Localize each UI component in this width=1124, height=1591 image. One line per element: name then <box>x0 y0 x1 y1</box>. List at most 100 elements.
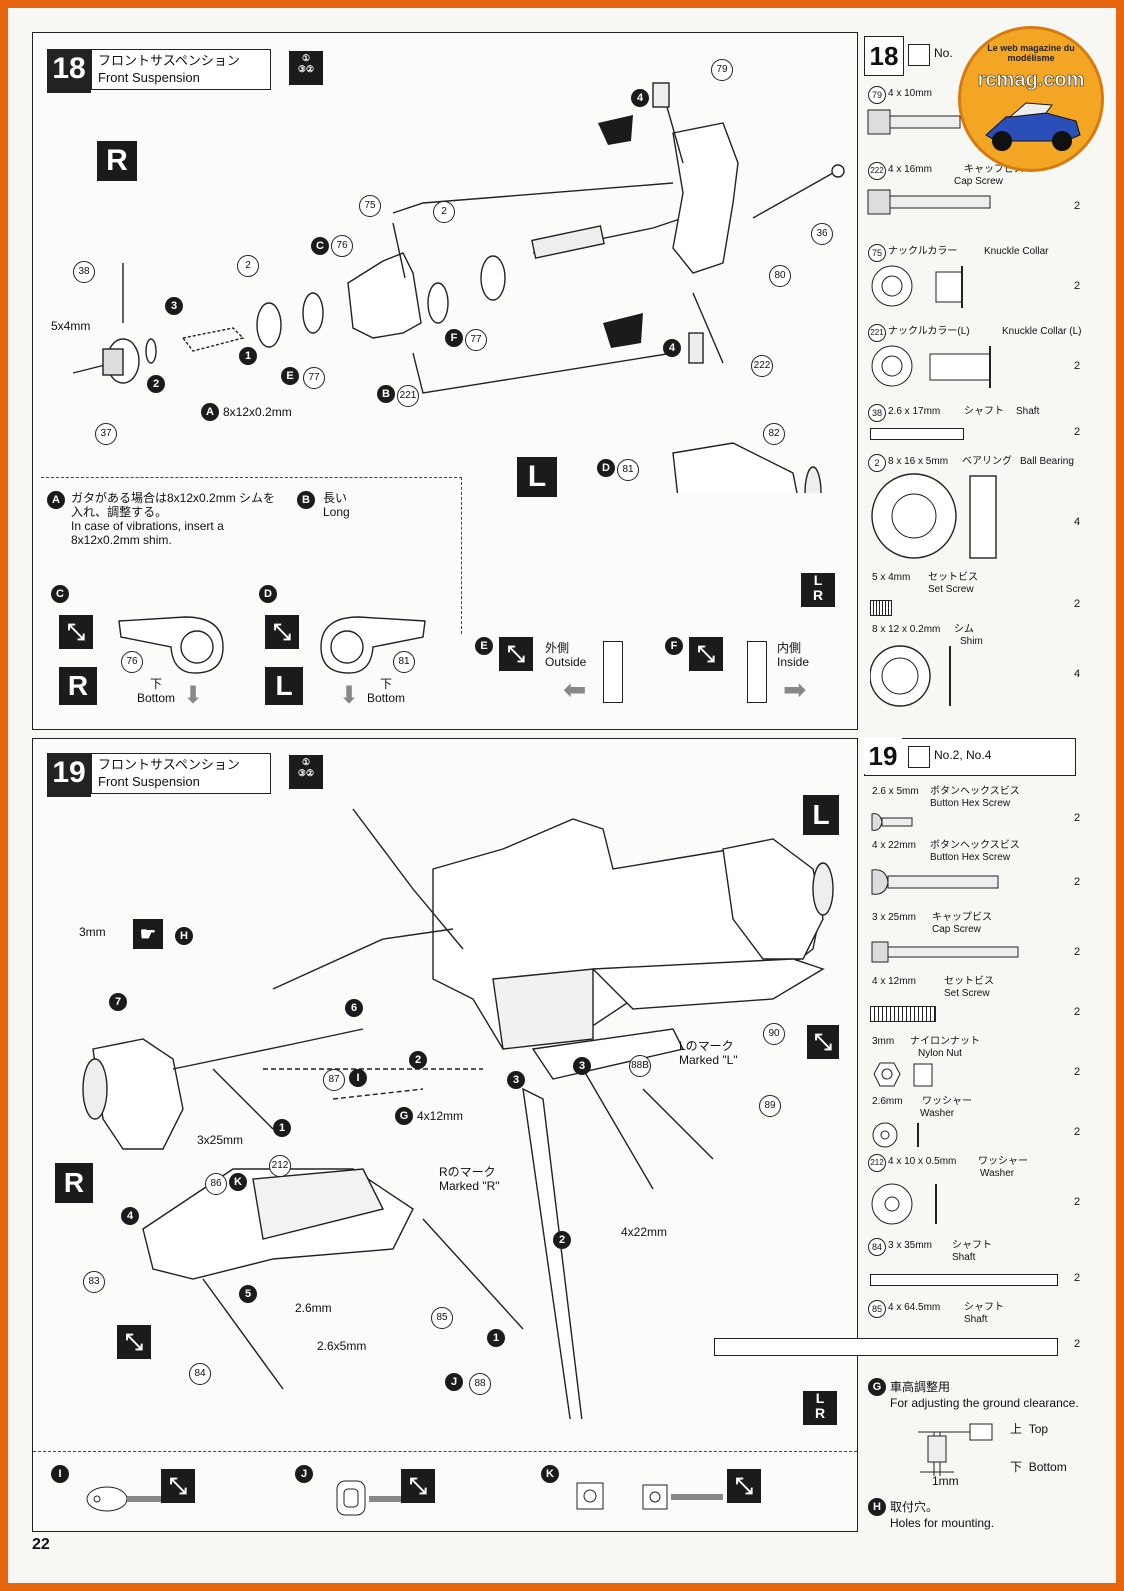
part-37: 37 <box>95 423 117 445</box>
shim-icon <box>870 645 951 707</box>
parts18-list: 18 No. 79 4 x 10mm 222 4 x 16mm キャップビス C… <box>860 32 1084 712</box>
parts19-item-1-size: 2.6 x 5mm <box>872 786 919 797</box>
step18-title-en: Front Suspension <box>98 70 200 85</box>
detail-E-left-arrow: ⬅ <box>563 674 587 705</box>
step19-mark-R-jp: Rのマーク <box>439 1165 496 1179</box>
note-bottom: 下 Bottom <box>1010 1460 1067 1474</box>
detail-K-drawing <box>576 1482 723 1510</box>
detail-F-jp: 内側 <box>777 641 802 655</box>
step19-mark-R-en: Marked "R" <box>439 1179 500 1193</box>
step19-side-L: L <box>803 795 839 835</box>
parts19-item-3-jp: キャップビス <box>932 912 992 923</box>
parts19-item-3-size: 3 x 25mm <box>872 912 916 923</box>
part-84: 84 <box>189 1363 211 1385</box>
notes-section: G 車高調整用 For adjusting the ground clearan… <box>860 1368 1090 1538</box>
detail-D-part: 81 <box>393 651 415 673</box>
parts19-item-6-jp: ワッシャー <box>922 1096 972 1107</box>
parts19-item-5-qty: 2 <box>1074 1066 1081 1078</box>
parts18-item-222-en: Cap Screw <box>954 176 1003 187</box>
part-87: 87 <box>323 1069 345 1091</box>
note-H-en: Holes for mounting. <box>890 1516 995 1530</box>
part-86: 86 <box>205 1173 227 1195</box>
detail-E-en: Outside <box>545 655 587 669</box>
step18-step-4b: 4 <box>663 339 681 357</box>
step19-lr-bottom: R <box>814 1405 826 1421</box>
button-hex-screw-small-icon <box>871 813 913 831</box>
note-G-marker: G <box>868 1378 886 1396</box>
detail-D-drawing <box>320 616 426 674</box>
parts19-bag: No.2, No.4 <box>934 748 992 762</box>
knuckle-collar-l-icon <box>871 345 991 388</box>
step19-details-divider <box>33 1451 857 1452</box>
parts18-item-2-qty: 4 <box>1074 516 1081 528</box>
part-212: 212 <box>269 1155 291 1177</box>
part-81: 81 <box>617 459 639 481</box>
step19-mark-L-jp: Lのマーク <box>679 1039 734 1053</box>
parts18-item-222: 222 4 x 16mm キャップビス Cap Screw 2 <box>860 162 1084 228</box>
parts18-item-221-jp: ナックルカラー(L) <box>888 326 970 337</box>
logo-tagline: Le web magazine du modélisme <box>987 43 1075 63</box>
step19-letter-J: J <box>445 1373 463 1391</box>
parts19-item-2-en: Button Hex Screw <box>930 852 1011 863</box>
setscrew-5x4-icon <box>870 600 892 616</box>
step19-mark-L: Lのマーク Marked "L" <box>679 1039 738 1067</box>
detail-E-marker: E <box>475 637 493 655</box>
detail-K-marker: K <box>541 1465 559 1483</box>
step19-title: フロントサスペンション Front Suspension <box>91 753 271 794</box>
step19-step-4: 4 <box>121 1207 139 1225</box>
note-A: ガタがある場合は8x12x0.2mm シムを入れ、調整する。 In case o… <box>71 491 281 547</box>
parts19-item-7-jp: ワッシャー <box>978 1156 1028 1167</box>
note-top: 上 Top <box>1010 1422 1048 1436</box>
parts18-item-222-qty: 2 <box>1074 200 1081 212</box>
part-80: 80 <box>769 265 791 287</box>
step18-letter-F: F <box>445 329 463 347</box>
step19-step-3a: 3 <box>507 1071 525 1089</box>
detail-D-view-icon: ⤡ <box>265 615 299 649</box>
part-77-b: 77 <box>303 367 325 389</box>
step19-letter-I: I <box>349 1069 367 1087</box>
ground-clearance-diagram <box>918 1423 993 1476</box>
step18-title-jp: フロントサスペンション <box>98 53 240 68</box>
washer-2.6-icon <box>872 1122 919 1148</box>
parts18-item-79-num: 79 <box>868 86 886 104</box>
step18-notes-box <box>41 477 462 634</box>
note-G-en: For adjusting the ground clearance. <box>890 1396 1079 1410</box>
parts18-item-75-num: 75 <box>868 244 886 262</box>
parts19-item-3-qty: 2 <box>1074 946 1081 958</box>
parts18-item-38-num: 38 <box>868 404 886 422</box>
detail-D-side-L: L <box>265 667 303 705</box>
logo-brand: rcmag.com <box>977 69 1085 92</box>
detail-E-washer <box>603 641 623 703</box>
step18-number: 18 <box>47 49 91 93</box>
parts19-item-5-size: 3mm <box>872 1036 895 1047</box>
detail-E-text: 外側 Outside <box>545 641 586 669</box>
parts18-item-75-qty: 2 <box>1074 280 1081 292</box>
note-A-jp: ガタがある場合は8x12x0.2mm シムを入れ、調整する。 <box>71 491 276 519</box>
parts19-item-7-qty: 2 <box>1074 1196 1081 1208</box>
detail-F-view-icon: ⤡ <box>689 637 723 671</box>
shaft-2.6x17-icon <box>870 428 964 440</box>
knuckle-collar-icon <box>871 265 963 308</box>
note-A-marker: A <box>47 491 65 509</box>
part-75: 75 <box>359 195 381 217</box>
parts19-item-4-qty: 2 <box>1074 1006 1081 1018</box>
detail-F-right-arrow: ➡ <box>783 674 807 705</box>
button-hex-screw-large-icon <box>871 869 999 895</box>
step19-screw-2.6x5: 2.6x5mm <box>317 1339 367 1353</box>
cap-screw-4x16-icon <box>867 189 991 215</box>
step19-letter-K: K <box>229 1173 247 1191</box>
parts19-item-9-num: 85 <box>868 1300 886 1318</box>
part-79: 79 <box>711 59 733 81</box>
step19-screw-4x22: 4x22mm <box>621 1225 668 1239</box>
step18-letter-E: E <box>281 367 299 385</box>
detail-E-view-icon: ⤡ <box>499 637 533 671</box>
parts18-item-setscrew-size: 5 x 4mm <box>872 572 911 583</box>
detail-K-view-icon: ⤡ <box>727 1469 761 1503</box>
step19-number: 19 <box>47 753 91 797</box>
detail-J-marker: J <box>295 1465 313 1483</box>
